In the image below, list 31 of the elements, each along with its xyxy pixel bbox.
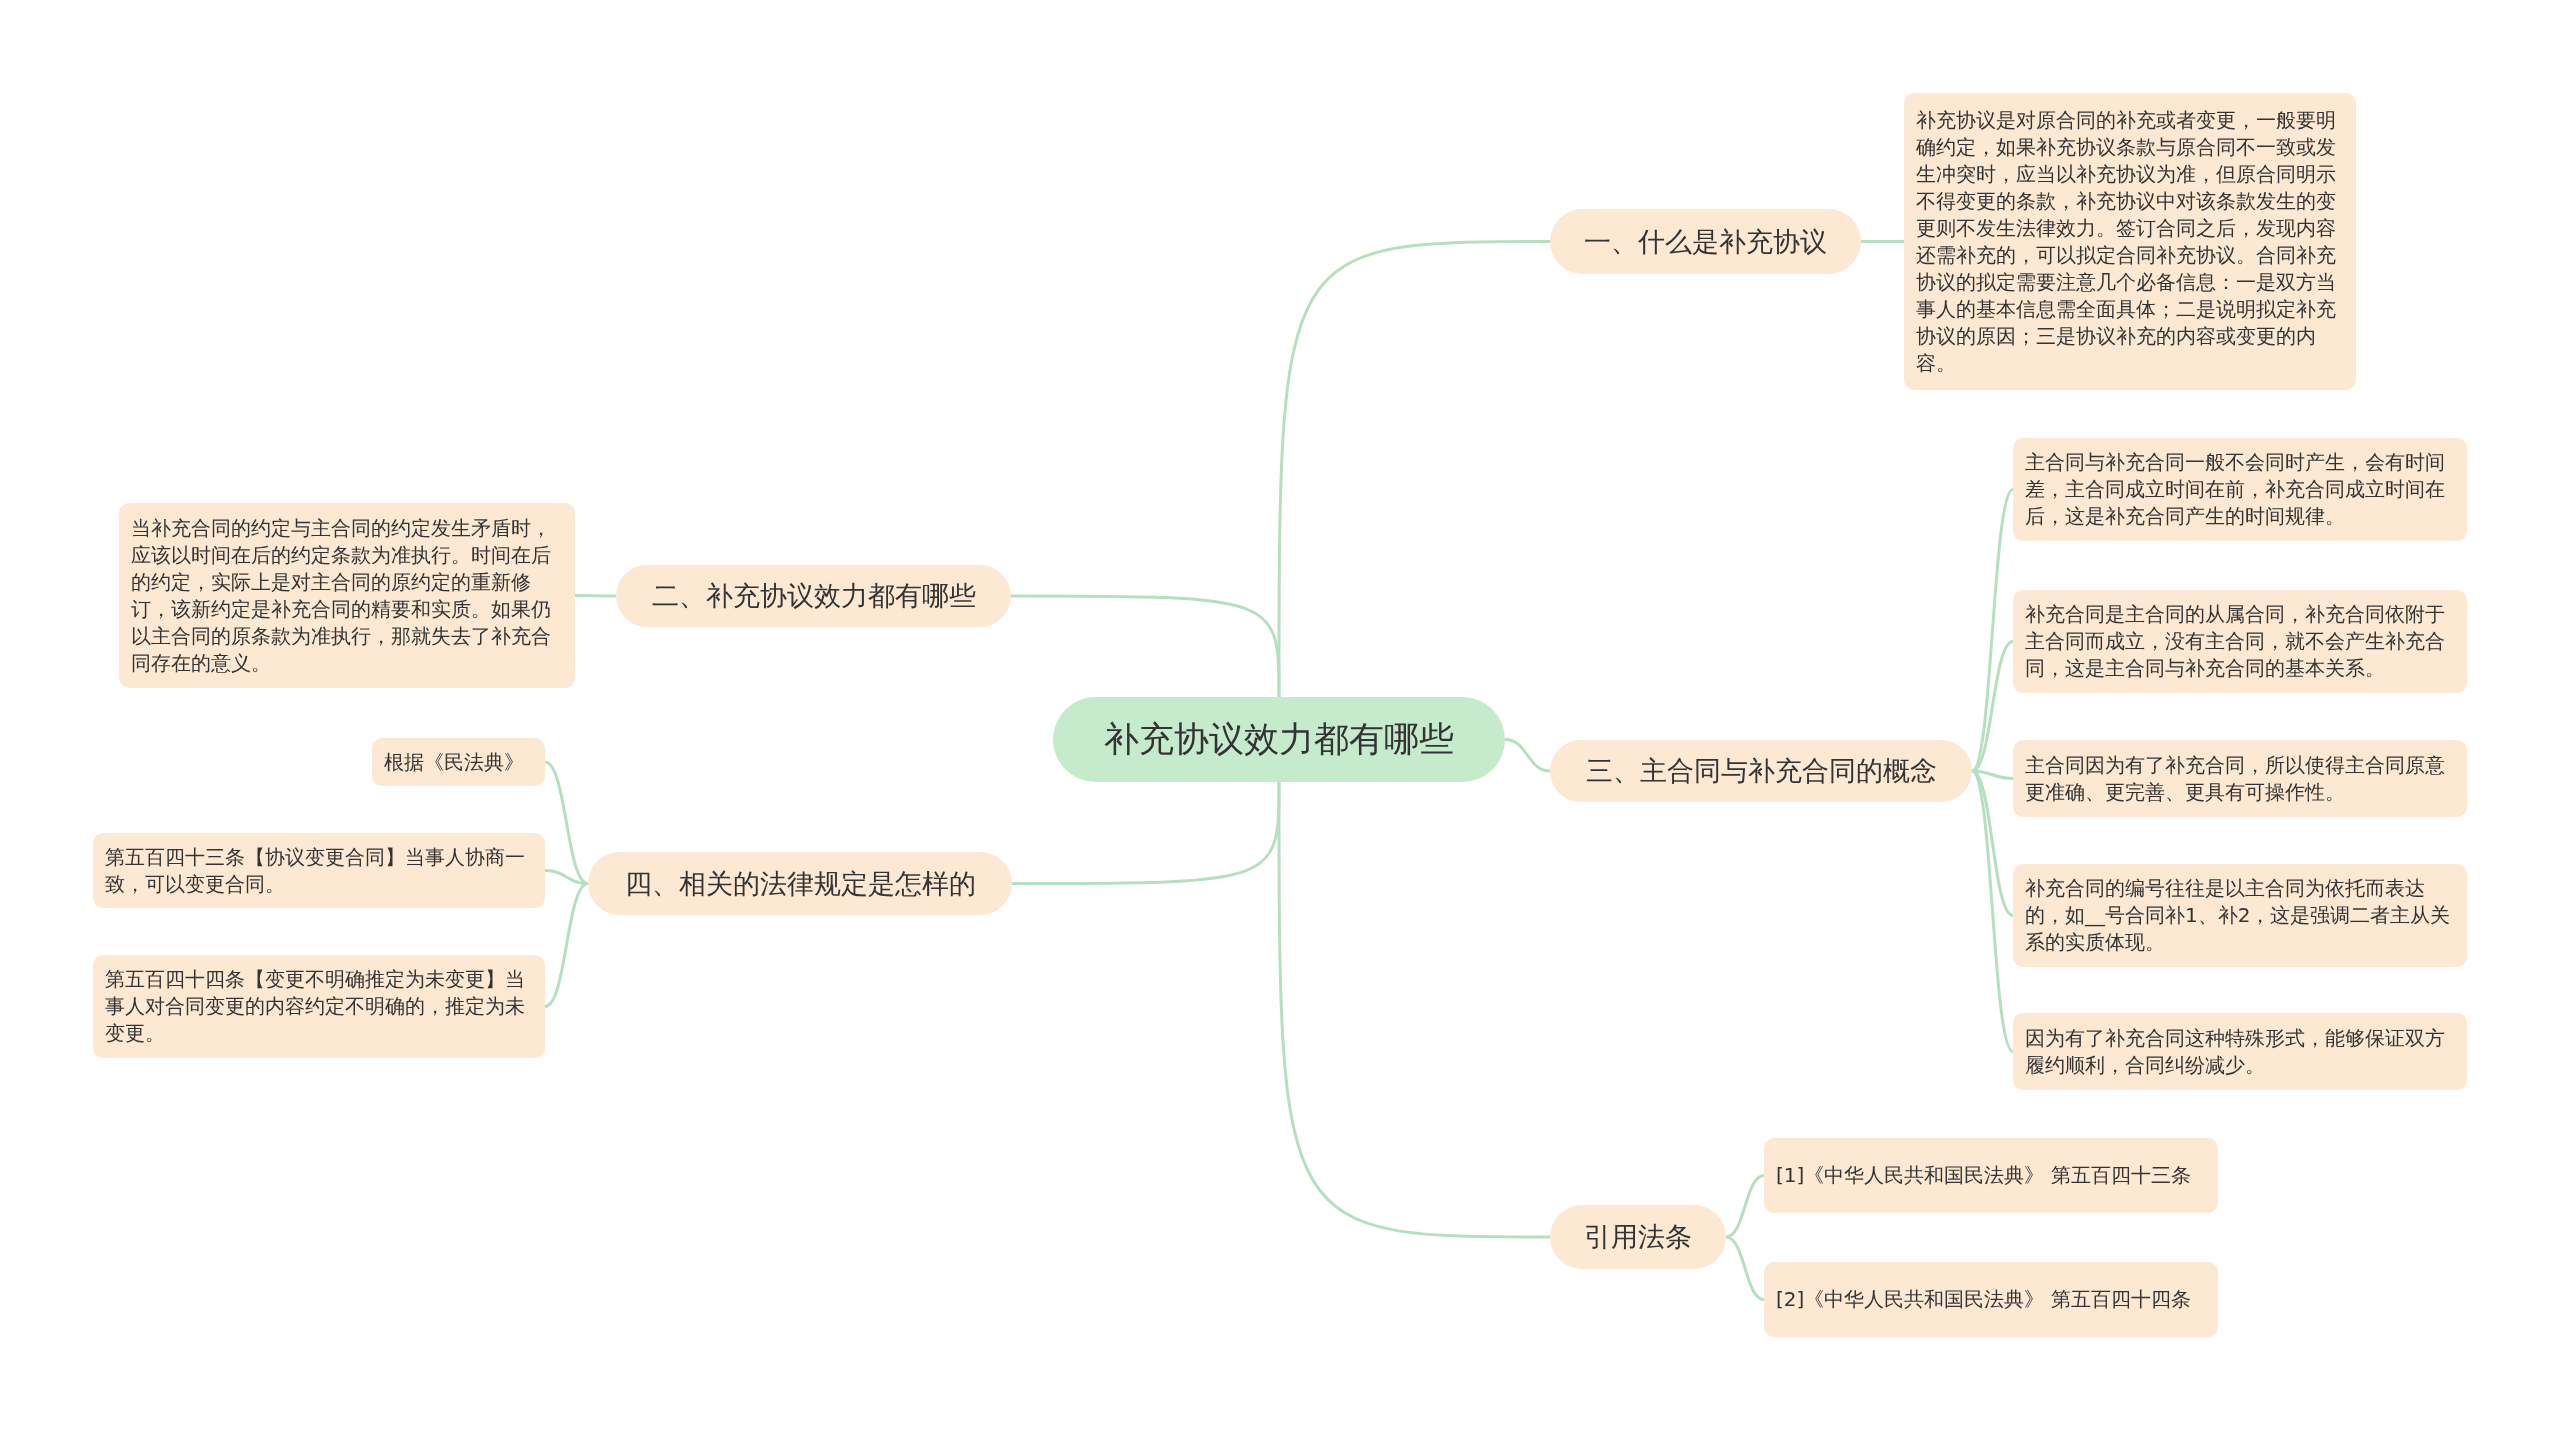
branch-topic: 引用法条 xyxy=(1550,1205,1726,1269)
branch-topic: 四、相关的法律规定是怎样的 xyxy=(588,852,1012,915)
connector xyxy=(1861,240,1904,243)
connector xyxy=(1277,240,1550,697)
note-box: 主合同因为有了补充合同，所以使得主合同原意更准确、更完善、更具有可操作性。 xyxy=(2013,740,2467,817)
note-box: [2]《中华人民共和国民法典》 第五百四十四条 xyxy=(1764,1262,2218,1337)
connector xyxy=(544,760,589,885)
connector xyxy=(1725,1235,1765,1301)
branch-topic: 三、主合同与补充合同的概念 xyxy=(1550,740,1972,802)
central-topic: 补充协议效力都有哪些 xyxy=(1053,697,1505,782)
note-box: 当补充合同的约定与主合同的约定发生矛盾时，应该以时间在后的约定条款为准执行。时间在后的约定，实际上是对主合同的原约定的重新修订，该新约定是补充合同的精要和实质。如果仍以主合同的原条款为准执行，那就失去了补充合同存在的意义。 xyxy=(119,503,575,688)
connector xyxy=(1277,782,1550,1239)
note-box: 根据《民法典》 xyxy=(372,738,545,786)
connector xyxy=(544,882,589,1008)
note-box: 补充协议是对原合同的补充或者变更，一般要明确约定，如果补充协议条款与原合同不一致或发生冲突时，应当以补充协议为准，但原合同明示不得变更的条款，补充协议中对该条款发生的变更则不发生法律效力。签订合同之后，发现内容还需补充的，可以拟定合同补充协议。合同补充协议的拟定需要注意几个必备信息：一是双方当事人的基本信息需全面具体；二是说明拟定补充协议的原因；三是协议补充的内容或变更的内容。 xyxy=(1904,93,2356,390)
connector xyxy=(575,594,616,598)
connector xyxy=(1725,1174,1765,1239)
note-box: 补充合同的编号往往是以主合同为依托而表达的，如__号合同补1、补2，这是强调二者主从关系的实质体现。 xyxy=(2013,864,2467,967)
connector xyxy=(1504,738,1551,773)
connector xyxy=(1970,770,2015,1053)
note-box: 补充合同是主合同的从属合同，补充合同依附于主合同而成立，没有主合同，就不会产生补充合同，这是主合同与补充合同的基本关系。 xyxy=(2013,590,2467,693)
note-box: 第五百四十四条【变更不明确推定为未变更】当事人对合同变更的内容约定不明确的，推定为未变更。 xyxy=(93,955,545,1058)
connector xyxy=(1011,594,1281,697)
note-box: [1]《中华人民共和国民法典》 第五百四十三条 xyxy=(1764,1138,2218,1213)
branch-topic: 一、什么是补充协议 xyxy=(1550,209,1861,274)
connector xyxy=(544,869,589,885)
branch-topic: 二、补充协议效力都有哪些 xyxy=(616,565,1011,627)
note-box: 因为有了补充合同这种特殊形式，能够保证双方履约顺利，合同纠纷减少。 xyxy=(2013,1013,2467,1090)
connector xyxy=(1012,782,1281,885)
note-box: 主合同与补充合同一般不会同时产生，会有时间差，主合同成立时间在前，补充合同成立时间在后，这是补充合同产生的时间规律。 xyxy=(2013,438,2467,541)
note-box: 第五百四十三条【协议变更合同】当事人协商一致，可以变更合同。 xyxy=(93,833,545,908)
